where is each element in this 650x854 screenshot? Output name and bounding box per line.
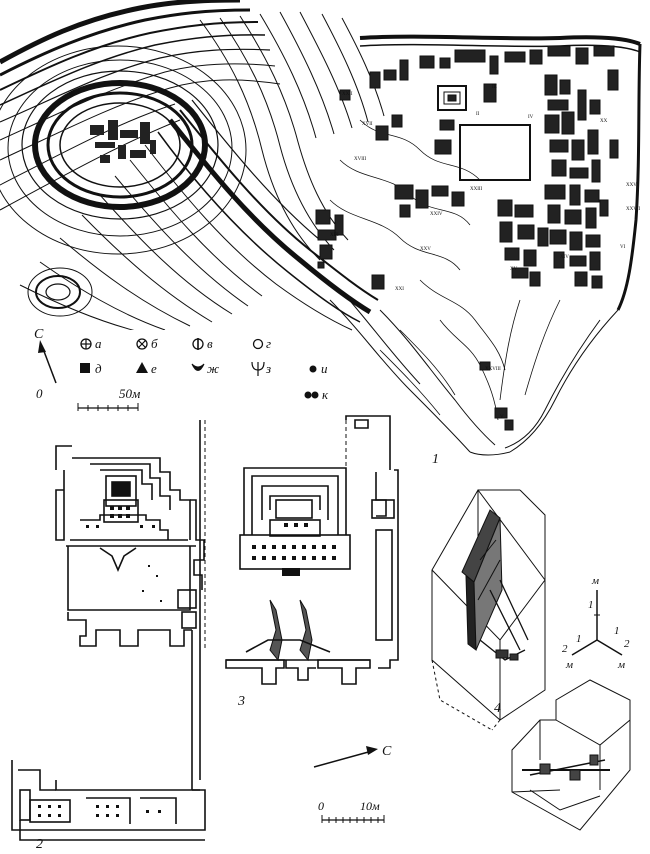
north-label: С: [34, 327, 44, 342]
svg-text:XIV: XIV: [560, 255, 569, 260]
legend-label: и: [321, 361, 328, 376]
plans-north-arrow: С: [313, 744, 392, 768]
legend: а б в г д е ж: [80, 336, 329, 402]
legend-label: б: [151, 336, 158, 351]
dot-filled-icon: [309, 365, 317, 373]
svg-text:III: III: [492, 85, 497, 90]
legend-item-zh: ж: [191, 361, 219, 376]
svg-text:V: V: [500, 415, 504, 420]
figure-number-1: 1: [432, 452, 439, 467]
legend-label: ж: [207, 361, 219, 376]
axis-num-up: 1: [588, 599, 594, 611]
legend-item-e: е: [136, 361, 157, 376]
svg-text:XXI: XXI: [395, 287, 404, 292]
axis-label-up: м: [591, 575, 599, 587]
arrow-head-icon: [366, 746, 378, 755]
svg-text:XXII: XXII: [342, 92, 353, 97]
svg-text:XXVII: XXVII: [626, 207, 640, 212]
figure-number-2: 2: [36, 837, 43, 852]
axis-num-right-1: 1: [614, 625, 620, 637]
north-label: С: [382, 744, 392, 759]
circle-open-icon: [252, 338, 264, 350]
cup-icon: [191, 363, 205, 371]
site-numeral-labels: XXII XVII XVIII II III XX XXVI XXVII VI …: [330, 85, 640, 420]
figure-number-4: 4: [494, 701, 501, 716]
axis-label-right: м: [617, 659, 625, 671]
temple-plan-3: [204, 415, 399, 685]
svg-text:XX: XX: [600, 119, 608, 124]
legend-label: з: [265, 361, 271, 376]
square-filled-icon: [80, 363, 90, 373]
legend-item-i: и: [309, 361, 328, 376]
svg-text:IV: IV: [528, 115, 534, 120]
triangle-filled-icon: [136, 362, 148, 373]
site-north-arrow: С: [34, 327, 57, 384]
svg-text:XXV: XXV: [420, 247, 431, 252]
svg-text:XXVI: XXVI: [626, 183, 639, 188]
figure-number-3: 3: [237, 694, 245, 709]
site-plan-map: XXII XVII XVIII II III XX XXVI XXVII VI …: [0, 0, 642, 456]
svg-text:XXIV: XXIV: [430, 212, 443, 217]
legend-item-a: а: [80, 336, 102, 351]
arrow-head-icon: [38, 340, 46, 353]
temple-plan-2: [11, 420, 206, 841]
svg-text:VI: VI: [620, 245, 626, 250]
svg-text:XIII: XIII: [330, 233, 339, 238]
double-dot-icon: [304, 391, 319, 399]
svg-text:II: II: [476, 112, 480, 117]
legend-label: а: [95, 336, 102, 351]
axis-num-left-1: 1: [576, 633, 582, 645]
scale-end: 50м: [119, 386, 140, 401]
terrain-contours: [0, 0, 642, 456]
hilltop-ruins: [90, 120, 156, 163]
legend-item-z: з: [251, 361, 271, 376]
scale-start: 0: [318, 799, 324, 813]
svg-text:XVIII: XVIII: [354, 157, 367, 162]
legend-label: е: [151, 361, 157, 376]
svg-text:XVII: XVII: [362, 122, 373, 127]
svg-text:XXIII: XXIII: [470, 187, 483, 192]
scale-end: 10м: [360, 799, 380, 813]
legend-item-d: д: [80, 361, 102, 376]
legend-item-k: к: [304, 387, 329, 402]
axis-num-right-2: 2: [624, 638, 630, 650]
plans-scale-bar: 0 10м: [318, 799, 385, 823]
legend-item-v: в: [192, 336, 213, 351]
plateau-ruins: [315, 45, 619, 431]
scale-start: 0: [36, 386, 43, 401]
axis-num-left-2: 2: [562, 643, 568, 655]
axis-label-left: м: [565, 659, 573, 671]
axes-gizmo: м 1 1 2 м 1 2 м: [562, 575, 630, 671]
legend-label: г: [266, 336, 271, 351]
legend-label: д: [95, 361, 102, 376]
svg-text:XXVIII: XXVIII: [485, 367, 501, 372]
svg-text:XV: XV: [510, 267, 518, 272]
trident-icon: [251, 361, 265, 376]
legend-label: к: [322, 387, 329, 402]
site-scale-bar: 0 50м: [36, 386, 140, 411]
isometric-box-lower: [511, 679, 631, 831]
legend-item-b: б: [136, 336, 158, 351]
isometric-box-upper: [431, 489, 546, 731]
circle-x-icon: [136, 338, 148, 350]
legend-item-g: г: [252, 336, 271, 351]
legend-label: в: [207, 336, 213, 351]
